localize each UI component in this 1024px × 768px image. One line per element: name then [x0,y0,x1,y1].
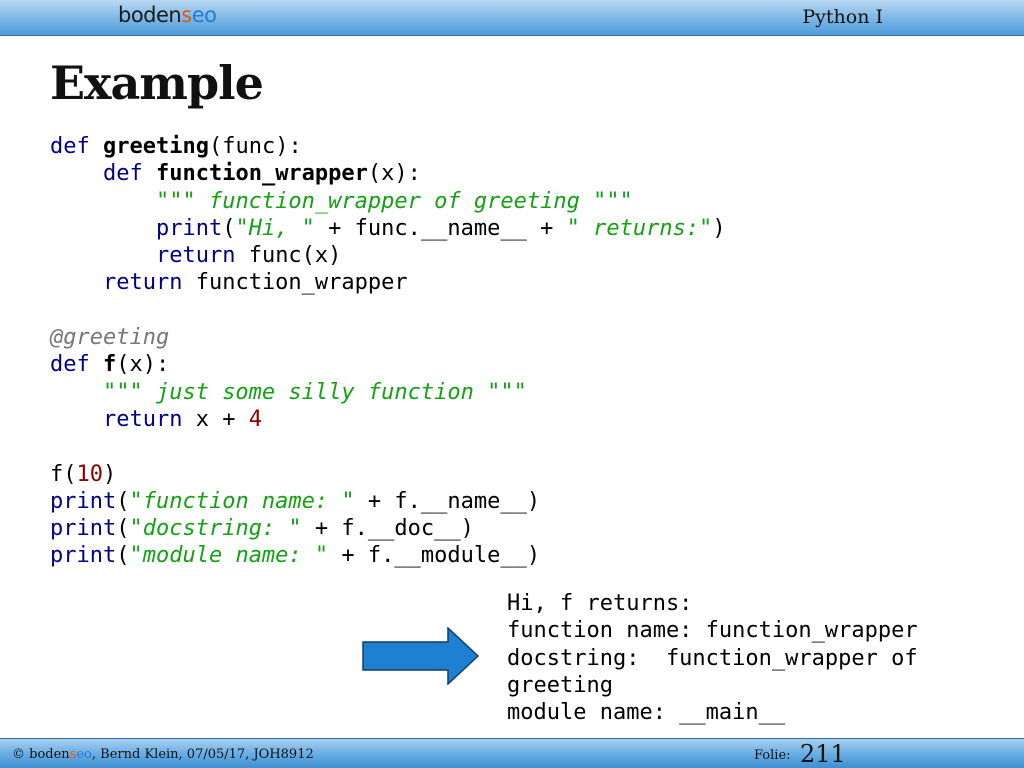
brand-text-part3: eo [191,3,217,27]
code-token: ( [116,488,130,514]
code-token: ( [222,215,236,241]
code-block: def greeting(func): def function_wrapper… [50,133,726,570]
code-token: def [102,161,143,187]
output-line: function name: function_wrapper [507,618,918,644]
code-token: "Hi, " [235,215,315,241]
code-token: + f.__module__) [328,543,541,569]
code-token: print [50,516,117,542]
code-token: "module name: " [129,543,329,569]
code-token: return [102,406,183,432]
code-token: 4 [248,406,262,432]
footer-brand-part1: boden [29,747,70,762]
output-line: Hi, f returns: [507,591,693,616]
code-line: """ just some silly function """ [50,379,726,406]
code-token: print [155,215,223,241]
brand-text-part2: s [181,3,192,27]
code-token [90,352,103,377]
header-bar: bodenseo Python I [0,0,1024,36]
code-line: print("module name: " + f.__module__) [50,542,726,569]
code-line: def greeting(func): [50,133,726,160]
right-arrow-shape [362,627,480,685]
code-token: + f.__doc__) [301,516,474,542]
code-token: func(x) [235,243,342,269]
brand-text-part1: boden [118,3,182,27]
code-token [50,161,103,186]
code-token: @greeting [50,325,170,351]
code-line: print("Hi, " + func.__name__ + " returns… [50,215,726,242]
slide-title: Example [50,56,264,110]
code-token: (x): [367,161,421,187]
code-token: return [102,270,183,296]
code-token: + func.__name__ + [314,215,567,241]
brand-logo: bodenseo [118,3,217,27]
code-line: @greeting [50,324,726,351]
code-token: function_wrapper [155,161,368,187]
code-token: " returns:" [566,215,713,241]
code-line: return x + 4 [50,406,726,433]
code-token: greeting [103,134,209,159]
code-line: return function_wrapper [50,269,726,296]
code-line: def f(x): [50,351,726,378]
slide-number: 211 [800,740,846,768]
code-token: f [103,352,117,378]
code-token: (x): [116,352,170,378]
code-line: """ function_wrapper of greeting """ [50,188,726,215]
code-token: + f.__name__) [354,488,541,514]
code-token: def [50,134,90,159]
footer-bar: © bodenseo, Bernd Klein, 07/05/17, JOH89… [0,738,1024,768]
code-token: """ function_wrapper of greeting """ [155,188,633,214]
footer-credit: © bodenseo, Bernd Klein, 07/05/17, JOH89… [12,747,314,762]
slide-number-label: Folie: [754,748,791,763]
footer-author-date: , Bernd Klein, 07/05/17, JOH8912 [91,747,314,762]
code-token: "docstring: " [129,516,302,542]
code-token [50,216,156,241]
code-line [50,433,726,460]
code-token: function_wrapper [182,270,408,296]
code-token: x + [182,406,249,432]
code-token: ( [116,516,130,542]
code-token: "function name: " [129,488,355,514]
code-token: 10 [76,461,104,487]
output-line: module name: __main__ [507,700,786,726]
code-token: print [50,488,117,514]
code-line: def function_wrapper(x): [50,160,726,187]
code-token: f( [50,461,77,487]
program-output: Hi, f returns:function name: function_wr… [507,590,918,726]
course-title: Python I [802,6,883,28]
footer-brand-part3: eo [76,747,92,762]
footer-brand-part2: s [69,747,77,762]
code-token: ) [103,461,117,487]
code-token [50,380,103,405]
code-token [50,243,156,268]
code-line: f(10) [50,461,726,488]
code-token: return [155,243,236,269]
code-token: ( [116,543,130,569]
output-line: docstring: function_wrapper of [507,645,918,671]
code-token: ) [712,215,726,241]
code-token [50,407,103,432]
code-token [50,270,103,295]
copyright-symbol: © [12,747,25,762]
code-token: print [50,543,117,569]
code-token [143,161,156,186]
code-token: """ just some silly function """ [102,379,527,405]
code-line: print("docstring: " + f.__doc__) [50,515,726,542]
code-line: print("function name: " + f.__name__) [50,488,726,515]
code-line [50,297,726,324]
output-line: greeting [507,672,613,698]
code-token [90,134,103,159]
right-arrow-icon [362,627,480,685]
code-token [50,189,156,214]
code-token: def [50,352,90,378]
code-token: (func): [208,134,302,159]
code-line: return func(x) [50,242,726,269]
